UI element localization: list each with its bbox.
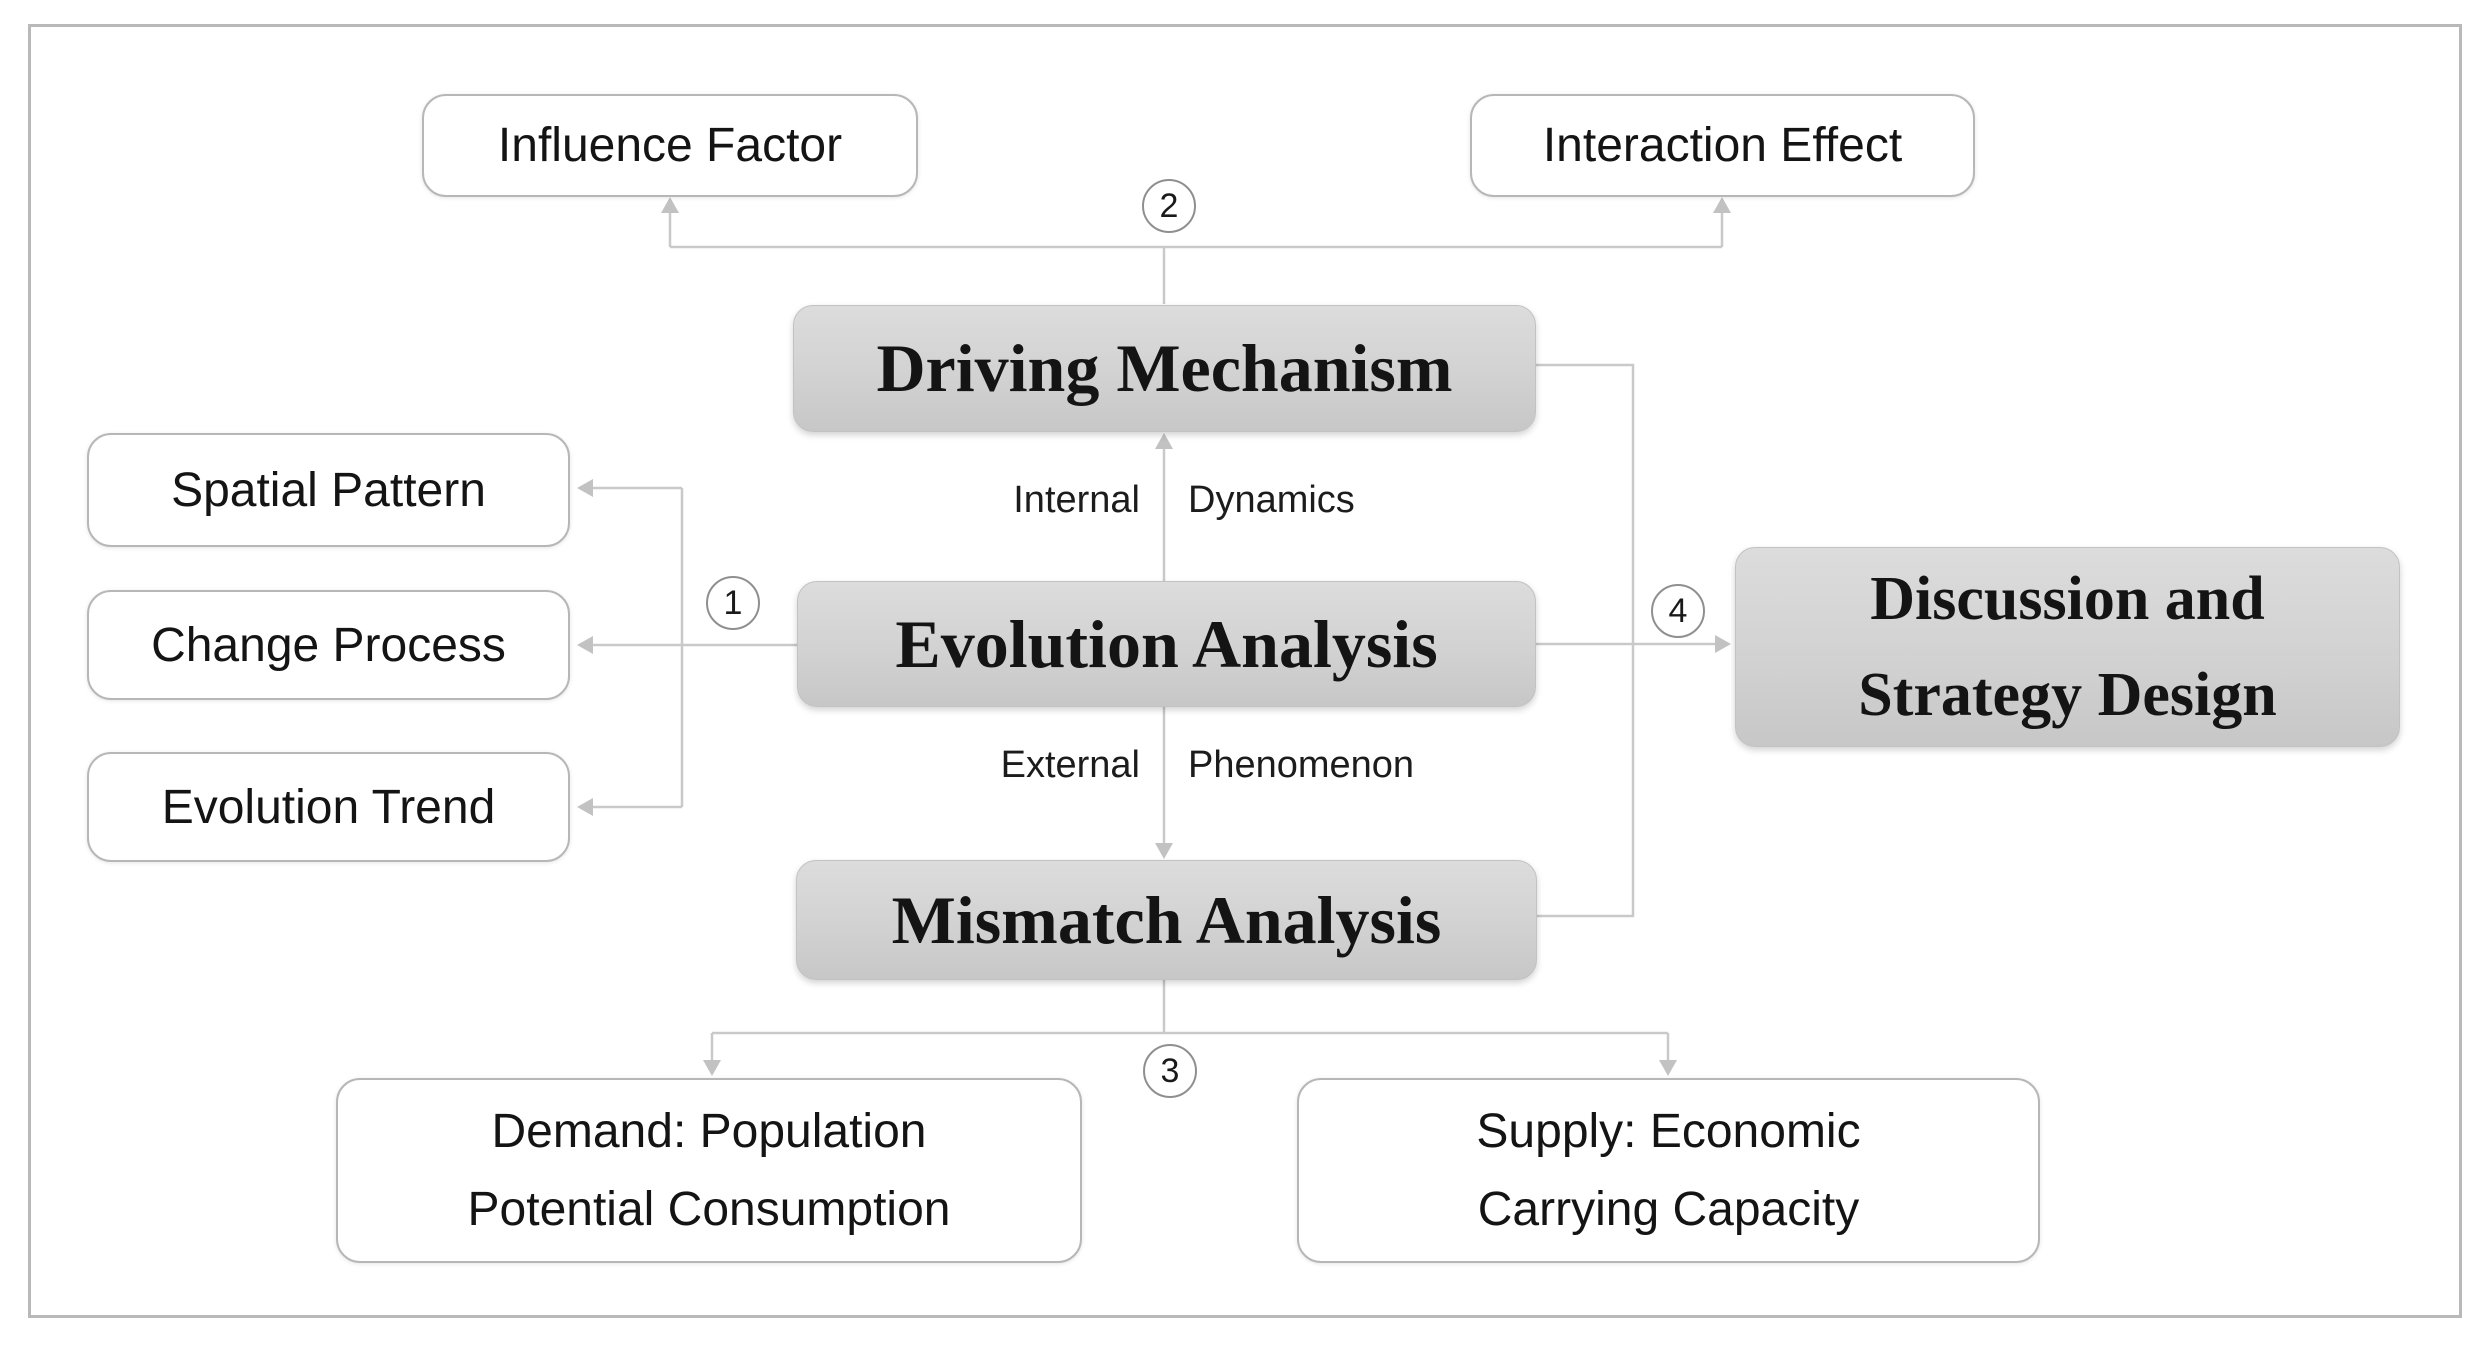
evolution-analysis-box: Evolution Analysis — [797, 581, 1536, 707]
driving-mechanism-box: Driving Mechanism — [793, 305, 1536, 432]
step-marker-4: 4 — [1651, 584, 1705, 638]
arrow-down-supply — [1659, 1060, 1677, 1076]
spatial-pattern-label: Spatial Pattern — [171, 463, 486, 517]
internal-label: Internal — [1013, 479, 1140, 521]
change-process-label: Change Process — [151, 618, 506, 672]
arrow-up-influence-factor — [661, 197, 679, 213]
influence-factor-label: Influence Factor — [497, 119, 843, 172]
evolution-analysis-label: Evolution Analysis — [895, 605, 1438, 682]
arrow-left-spatial-pattern — [577, 479, 593, 497]
driving-mechanism-label: Driving Mechanism — [876, 330, 1453, 406]
discussion-label-line1: Discussion and — [1870, 565, 2265, 633]
internal-dynamics-connector — [1155, 433, 1173, 581]
external-phenomenon-connector — [1155, 707, 1173, 859]
arrow-down-demand — [703, 1060, 721, 1076]
supply-label-line2: Carrying Capacity — [1477, 1182, 1860, 1236]
evolution-trend-label: Evolution Trend — [161, 780, 496, 834]
supply-box: Supply: Economic Carrying Capacity — [1297, 1078, 2040, 1263]
interaction-effect-label: Interaction Effect — [1542, 119, 1903, 172]
influence-factor-box: Influence Factor — [422, 94, 918, 197]
arrow-left-change-process — [577, 636, 593, 654]
top-connector — [661, 197, 1731, 304]
spatial-pattern-box: Spatial Pattern — [87, 433, 570, 547]
external-label: External — [1000, 744, 1140, 786]
demand-label-line2: Potential Consumption — [467, 1182, 951, 1236]
left-bracket-connector — [577, 479, 797, 816]
discussion-label-line2: Strategy Design — [1858, 661, 2277, 729]
step-marker-3: 3 — [1143, 1044, 1197, 1098]
mismatch-analysis-label: Mismatch Analysis — [891, 881, 1442, 958]
change-process-box: Change Process — [87, 590, 570, 700]
bottom-connector — [703, 980, 1677, 1076]
evolution-trend-box: Evolution Trend — [87, 752, 570, 862]
arrow-down-mismatch-analysis — [1155, 843, 1173, 859]
supply-label-line1: Supply: Economic — [1476, 1104, 1861, 1158]
arrow-right-discussion — [1715, 635, 1731, 653]
demand-label-line1: Demand: Population — [491, 1104, 927, 1158]
demand-box: Demand: Population Potential Consumption — [336, 1078, 1082, 1263]
discussion-strategy-box: Discussion and Strategy Design — [1735, 547, 2400, 747]
mismatch-analysis-box: Mismatch Analysis — [796, 860, 1537, 980]
arrow-left-evolution-trend — [577, 798, 593, 816]
arrow-up-interaction-effect — [1713, 197, 1731, 213]
right-bracket-connector — [1536, 363, 1731, 918]
step-marker-2: 2 — [1142, 179, 1196, 233]
arrow-up-driving-mechanism — [1155, 433, 1173, 449]
dynamics-label: Dynamics — [1188, 479, 1355, 521]
step-marker-1: 1 — [706, 576, 760, 630]
interaction-effect-box: Interaction Effect — [1470, 94, 1975, 197]
phenomenon-label: Phenomenon — [1188, 744, 1415, 786]
